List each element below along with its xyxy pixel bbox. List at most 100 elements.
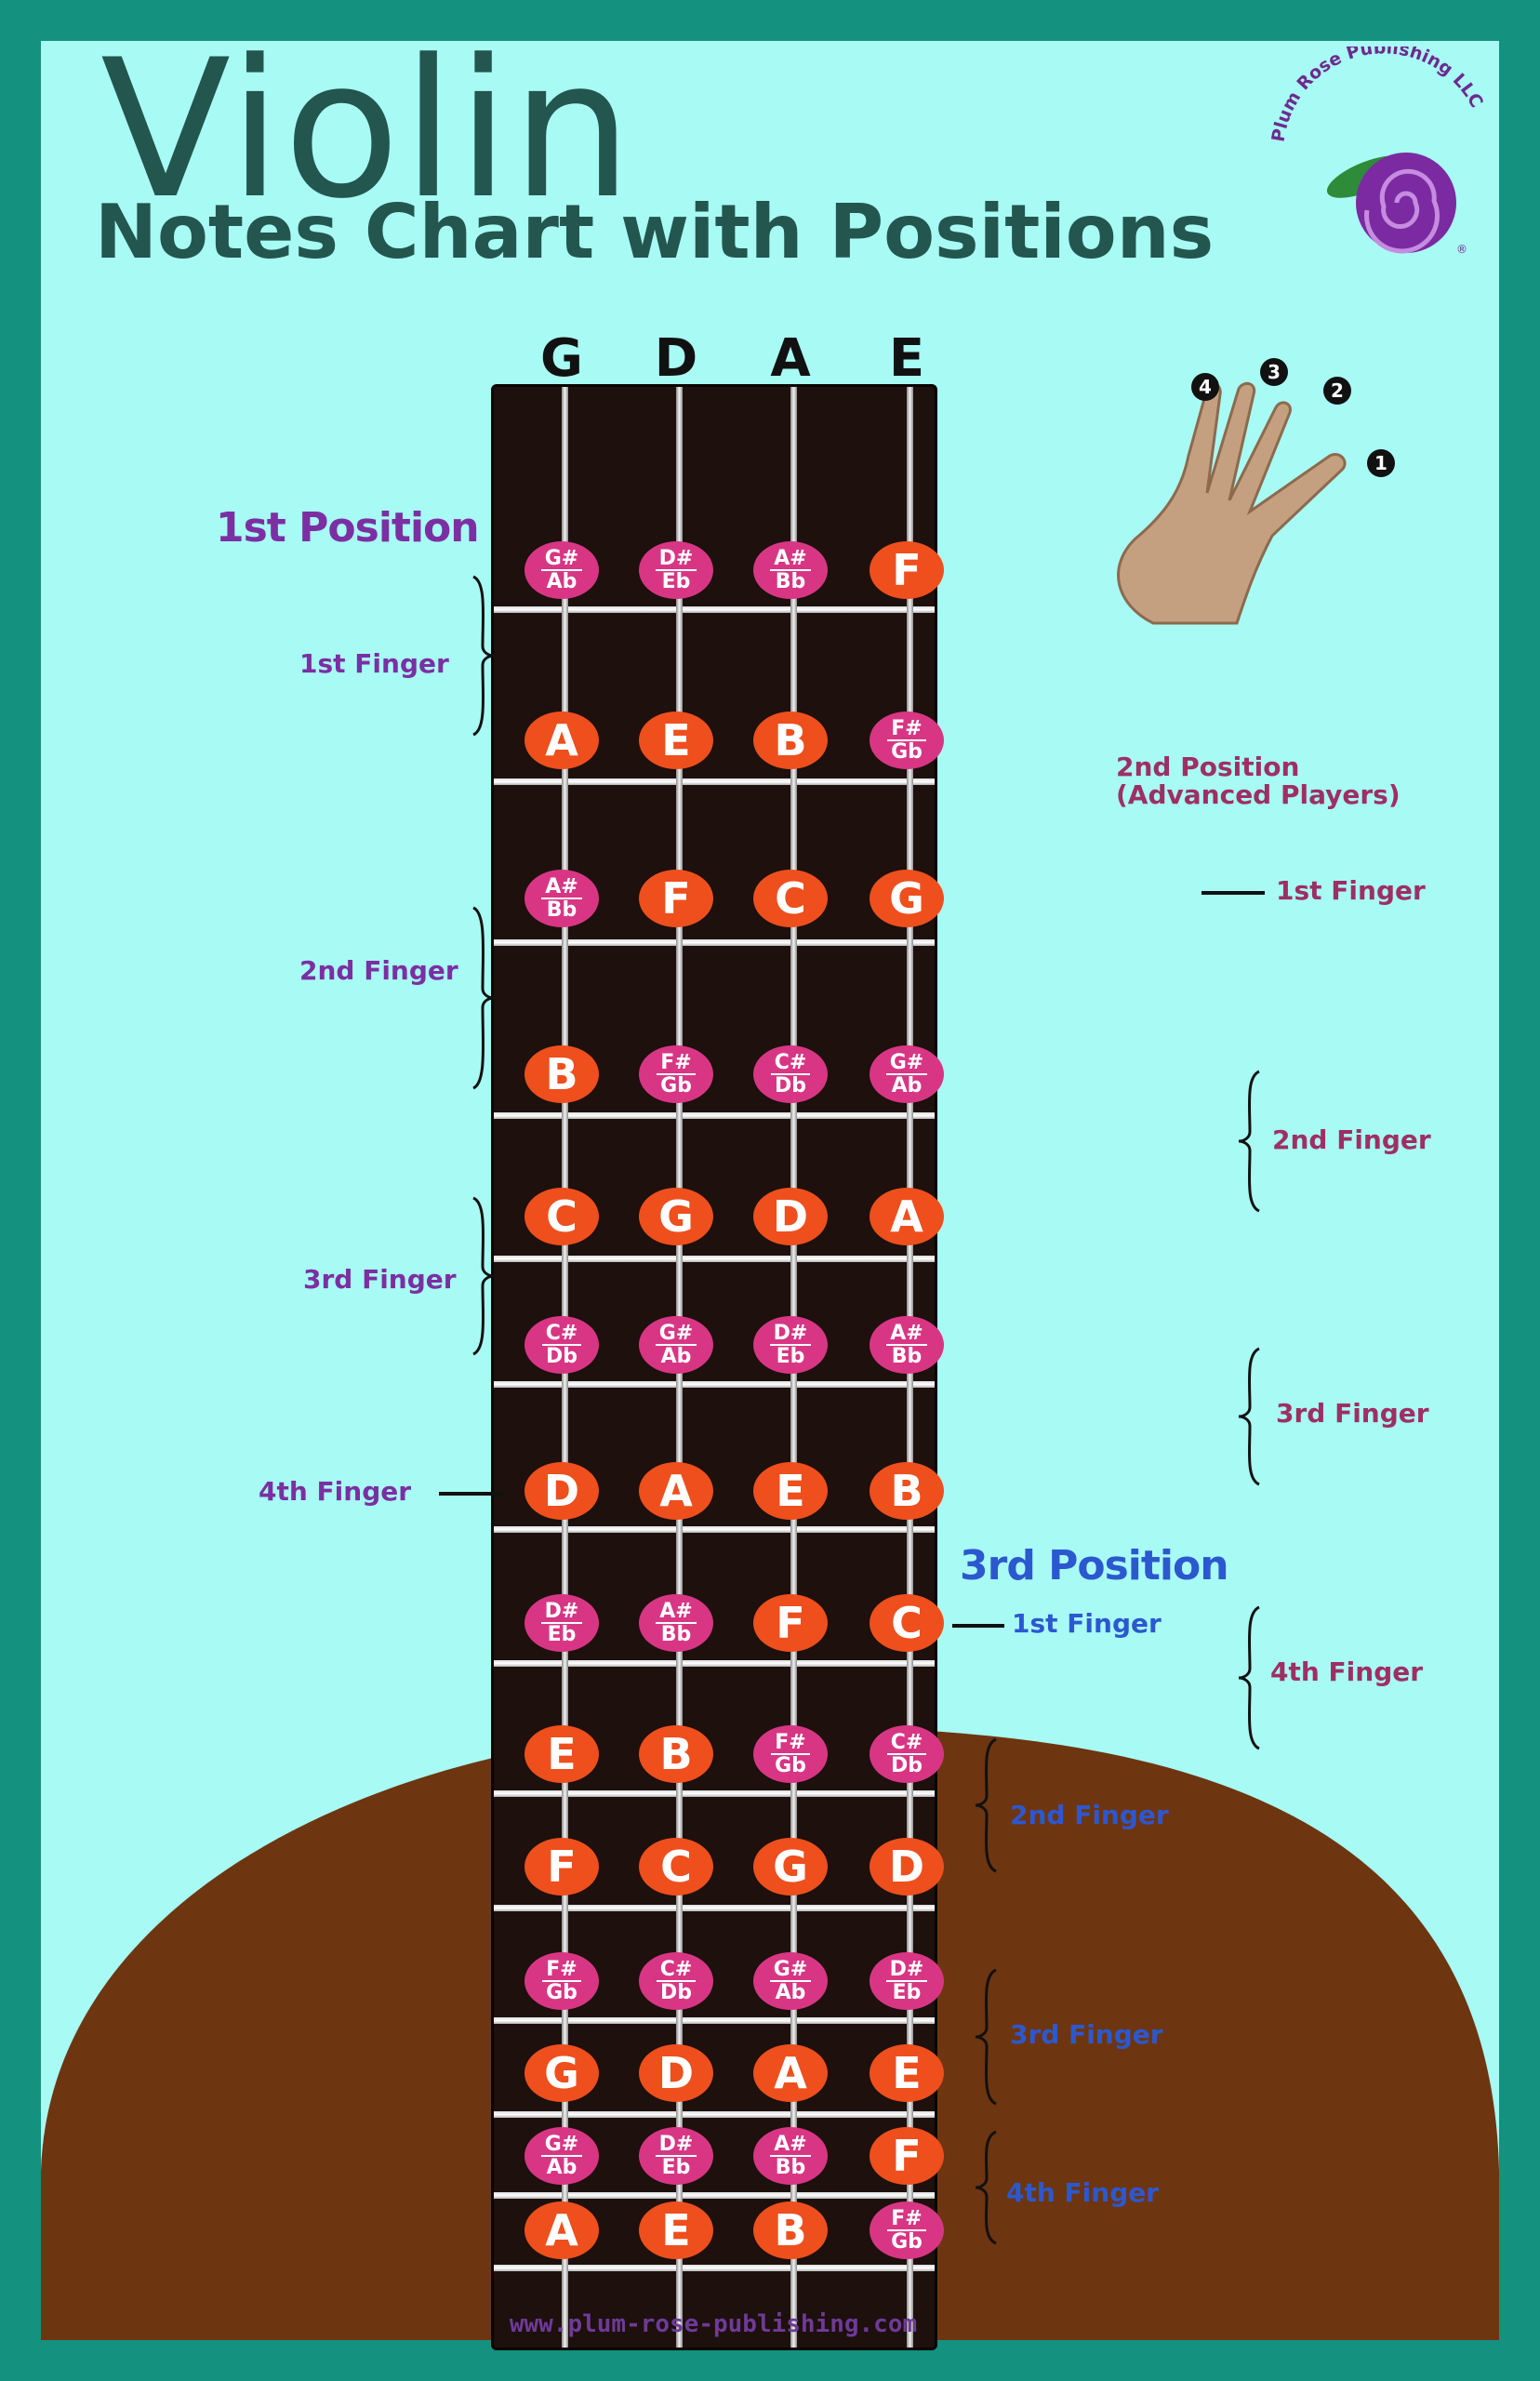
note-d: D <box>753 1188 828 1245</box>
note-a: A <box>753 2044 828 2102</box>
note-d: D <box>524 1462 599 1520</box>
svg-text:®: ® <box>1456 243 1467 256</box>
note-sharp-name: F# <box>887 718 926 741</box>
fret-line-12 <box>494 2111 935 2118</box>
note-c: C <box>639 1838 713 1895</box>
note-g-sharp: G#Ab <box>639 1316 713 1374</box>
note-g: G <box>753 1838 828 1895</box>
note-sharp-name: D# <box>655 2134 697 2157</box>
note-f-sharp: F#Gb <box>870 2201 944 2259</box>
note-flat-name: Ab <box>891 1074 923 1097</box>
note-d-sharp: D#Eb <box>870 1952 944 2010</box>
p2-finger4-bracket <box>1238 1605 1260 1750</box>
note-sharp-name: A# <box>886 1323 927 1346</box>
fret-line-9 <box>494 1790 935 1797</box>
note-sharp-name: D# <box>540 1601 583 1624</box>
note-g: G <box>524 2044 599 2102</box>
p2-finger3-bracket <box>1238 1347 1260 1486</box>
p3-finger4-bracket <box>975 2130 997 2245</box>
p2-finger3-label: 3rd Finger <box>1276 1398 1429 1429</box>
p2-finger1-dash <box>1201 891 1265 895</box>
note-sharp-name: F# <box>771 1732 810 1755</box>
note-d-sharp: D#Eb <box>753 1316 828 1374</box>
position2-title-line1: 2nd Position <box>1116 752 1300 782</box>
p3-finger1-dash <box>952 1624 1004 1628</box>
note-c: C <box>753 870 828 927</box>
note-sharp-name: D# <box>655 548 697 571</box>
fret-line-6 <box>494 1381 935 1388</box>
note-a-sharp: A#Bb <box>753 541 828 599</box>
p2-finger2-label: 2nd Finger <box>1272 1124 1431 1155</box>
note-d: D <box>870 1838 944 1895</box>
note-b: B <box>639 1725 713 1783</box>
finger-number-3: 3 <box>1268 361 1281 383</box>
position1-title: 1st Position <box>216 504 480 552</box>
p3-finger3-label: 3rd Finger <box>1010 2019 1163 2050</box>
fret-line-8 <box>494 1660 935 1667</box>
string-label-E: E <box>888 328 925 389</box>
note-e: E <box>639 712 713 769</box>
note-e: E <box>639 2201 713 2259</box>
note-flat-name: Bb <box>775 570 806 593</box>
note-sharp-name: A# <box>770 548 811 571</box>
p3-finger1-label: 1st Finger <box>1012 1608 1162 1639</box>
note-g-sharp: G#Ab <box>870 1045 944 1103</box>
note-d-sharp: D#Eb <box>639 541 713 599</box>
note-g: G <box>870 870 944 927</box>
note-b: B <box>524 1045 599 1103</box>
p1-finger3-label: 3rd Finger <box>303 1264 457 1295</box>
note-a: A <box>639 1462 713 1520</box>
note-sharp-name: A# <box>656 1601 697 1624</box>
note-sharp-name: G# <box>769 1959 812 1982</box>
note-flat-name: Gb <box>891 740 923 764</box>
note-sharp-name: G# <box>655 1323 697 1346</box>
note-c-sharp: C#Db <box>524 1316 599 1374</box>
fret-line-5 <box>494 1256 935 1262</box>
p3-finger3-bracket <box>975 1968 997 2106</box>
p3-finger2-bracket <box>975 1737 997 1873</box>
finger-number-2: 2 <box>1331 379 1344 402</box>
note-flat-name: Eb <box>661 2156 691 2179</box>
note-flat-name: Eb <box>661 570 691 593</box>
note-sharp-name: C# <box>886 1732 927 1755</box>
note-a: A <box>870 1188 944 1245</box>
fret-line-7 <box>494 1526 935 1533</box>
note-b: B <box>753 2201 828 2259</box>
note-flat-name: Gb <box>775 1754 806 1777</box>
note-flat-name: Eb <box>776 1345 805 1368</box>
note-flat-name: Gb <box>546 1981 578 2004</box>
p1-finger3-bracket <box>472 1196 495 1356</box>
note-sharp-name: F# <box>542 1959 581 1982</box>
note-c-sharp: C#Db <box>639 1952 713 2010</box>
note-sharp-name: G# <box>885 1052 928 1075</box>
note-a: A <box>524 712 599 769</box>
p3-finger4-label: 4th Finger <box>1006 2177 1160 2208</box>
note-g-sharp: G#Ab <box>753 1952 828 2010</box>
note-flat-name: Bb <box>891 1345 923 1368</box>
note-sharp-name: A# <box>770 2134 811 2157</box>
note-a-sharp: A#Bb <box>524 870 599 927</box>
hand-diagram: 4 3 2 1 <box>1117 358 1395 625</box>
note-flat-name: Ab <box>546 570 578 593</box>
note-sharp-name: C# <box>656 1959 697 1982</box>
note-g-sharp: G#Ab <box>524 2127 599 2185</box>
note-a: A <box>524 2201 599 2259</box>
note-flat-name: Gb <box>891 2230 923 2254</box>
p3-finger2-label: 2nd Finger <box>1010 1800 1169 1830</box>
note-c-sharp: C#Db <box>870 1725 944 1783</box>
note-g: G <box>639 1188 713 1245</box>
string-label-D: D <box>654 328 698 389</box>
note-e: E <box>870 2044 944 2102</box>
position2-title: 2nd Position (Advanced Players) <box>1116 753 1401 809</box>
note-f: F <box>524 1838 599 1895</box>
note-d-sharp: D#Eb <box>639 2127 713 2185</box>
note-sharp-name: C# <box>770 1052 811 1075</box>
logo-text: Plum Rose Publishing LLC <box>1268 47 1487 143</box>
note-b: B <box>753 712 828 769</box>
note-flat-name: Ab <box>775 1981 806 2004</box>
position3-title: 3rd Position <box>960 1542 1229 1590</box>
plum-rose-logo: Plum Rose Publishing LLC ® <box>1268 47 1487 256</box>
note-flat-name: Bb <box>660 1623 692 1646</box>
note-flat-name: Db <box>774 1074 806 1097</box>
note-e: E <box>753 1462 828 1520</box>
